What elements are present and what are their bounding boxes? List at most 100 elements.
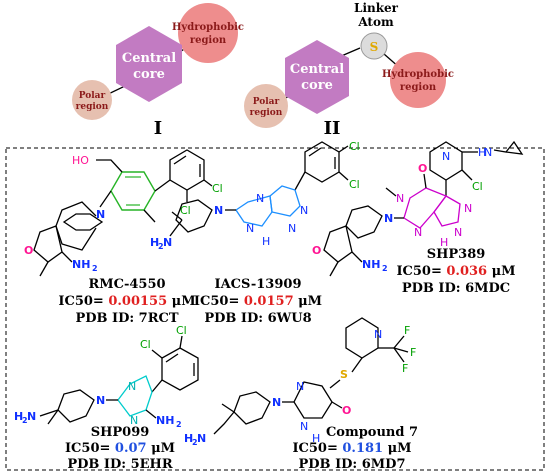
hydrophobic-region-label-1: Hydrophobic bbox=[172, 22, 244, 33]
scaffold-I: Hydrophobic region Central core Polar re… bbox=[72, 3, 244, 139]
svg-text:N: N bbox=[288, 222, 296, 235]
polar-region-label-1: Polar bbox=[79, 91, 106, 101]
svg-text:N: N bbox=[384, 212, 393, 225]
pdb-id: PDB ID: 6WU8 bbox=[204, 311, 311, 326]
svg-text:O: O bbox=[418, 162, 427, 175]
svg-text:N: N bbox=[246, 222, 254, 235]
polar-region-circle bbox=[72, 80, 112, 120]
svg-text:N: N bbox=[96, 394, 105, 407]
central-core-label-1: Central bbox=[290, 62, 344, 77]
svg-text:Cl: Cl bbox=[472, 180, 483, 193]
structure-iacs-13909: Cl Cl N N H N N N H 2 N IACS-13909 IC50=… bbox=[150, 140, 360, 326]
atom-cl: Cl bbox=[180, 204, 191, 217]
svg-text:NH: NH bbox=[362, 258, 380, 271]
linker-title-1: Linker bbox=[354, 1, 399, 15]
svg-text:N: N bbox=[272, 396, 281, 409]
svg-text:F: F bbox=[410, 346, 416, 359]
scaffold-II: Linker Atom S Central core Polar region … bbox=[244, 1, 454, 139]
svg-text:H: H bbox=[262, 235, 270, 248]
svg-text:H: H bbox=[312, 432, 320, 445]
hydrophobic-region-label-2: region bbox=[400, 82, 437, 93]
svg-text:N: N bbox=[300, 420, 308, 433]
hydrophobic-region-circle bbox=[390, 52, 446, 108]
pdb-id: PDB ID: 6MD7 bbox=[299, 457, 406, 472]
structure-rmc-4550: HO Cl Cl N O NH 2 RMC-4550 IC50= 0.00155… bbox=[24, 149, 223, 326]
central-core-hexagon bbox=[285, 40, 349, 114]
ic50-line: IC50= 0.0157 μM bbox=[194, 294, 322, 309]
pdb-id: PDB ID: 5EHR bbox=[67, 457, 172, 472]
ic50-line: IC50= 0.07 μM bbox=[65, 441, 175, 456]
linker-atom-label: S bbox=[370, 40, 379, 54]
svg-text:N: N bbox=[442, 150, 450, 163]
svg-text:N: N bbox=[256, 192, 264, 205]
scaffold-I-label: I bbox=[154, 118, 162, 139]
compound-name: SHP389 bbox=[427, 247, 486, 262]
svg-text:H: H bbox=[440, 236, 448, 249]
central-core-label-2: core bbox=[301, 78, 333, 93]
svg-text:N: N bbox=[300, 204, 308, 217]
svg-text:O: O bbox=[342, 404, 351, 417]
compounds-box bbox=[5, 147, 545, 471]
svg-text:N: N bbox=[128, 380, 136, 393]
structure-shp389: N Cl H N N N H N N O N O NH 2 SHP389 IC5… bbox=[312, 140, 524, 296]
central-core-hexagon bbox=[116, 26, 182, 102]
hydrophobic-region-label-2: region bbox=[190, 35, 227, 46]
compound-name: RMC-4550 bbox=[88, 277, 165, 292]
linker-title-2: Atom bbox=[357, 15, 394, 29]
compound-name: IACS-13909 bbox=[214, 277, 301, 292]
svg-text:H: H bbox=[150, 236, 159, 249]
svg-text:S: S bbox=[340, 368, 348, 381]
svg-text:NH: NH bbox=[72, 258, 90, 271]
svg-text:Cl: Cl bbox=[349, 140, 360, 153]
svg-text:N: N bbox=[296, 380, 304, 393]
svg-text:N: N bbox=[130, 414, 138, 427]
svg-text:Cl: Cl bbox=[349, 178, 360, 191]
ic50-line: IC50= 0.181 μM bbox=[292, 441, 411, 456]
polar-region-label-2: region bbox=[250, 108, 283, 118]
svg-text:2: 2 bbox=[382, 264, 388, 273]
polar-region-label-1: Polar bbox=[253, 97, 280, 107]
scaffold-II-label: II bbox=[324, 118, 341, 139]
svg-text:F: F bbox=[404, 324, 410, 337]
central-core-label-1: Central bbox=[122, 51, 176, 66]
atom-ho: HO bbox=[72, 154, 89, 167]
hydrophobic-region-circle bbox=[178, 3, 238, 63]
compound-name: SHP099 bbox=[91, 425, 150, 440]
svg-text:H: H bbox=[478, 146, 486, 159]
svg-text:NH: NH bbox=[156, 414, 174, 427]
svg-text:N: N bbox=[464, 202, 472, 215]
svg-text:2: 2 bbox=[192, 438, 198, 447]
polar-region-circle bbox=[244, 84, 288, 128]
ic50-line: IC50= 0.00155 μM bbox=[58, 294, 195, 309]
svg-text:N: N bbox=[414, 226, 422, 239]
atom-cl: Cl bbox=[212, 182, 223, 195]
svg-text:2: 2 bbox=[92, 264, 98, 273]
svg-text:2: 2 bbox=[176, 420, 182, 429]
svg-text:F: F bbox=[402, 362, 408, 375]
linker-atom-circle bbox=[360, 32, 388, 60]
central-core-label-2: core bbox=[133, 67, 165, 82]
polar-region-label-2: region bbox=[76, 102, 109, 112]
structure-shp099: Cl Cl N N NH 2 N H 2 N SHP099 IC50= 0.07… bbox=[14, 324, 199, 472]
svg-text:Cl: Cl bbox=[140, 338, 151, 351]
pdb-id: PDB ID: 7RCT bbox=[75, 311, 178, 326]
hydrophobic-region-label-1: Hydrophobic bbox=[382, 69, 454, 80]
svg-text:O: O bbox=[24, 244, 33, 257]
ic50-line: IC50= 0.036 μM bbox=[396, 264, 515, 279]
svg-text:N: N bbox=[96, 208, 105, 221]
pdb-id: PDB ID: 6MDC bbox=[402, 281, 510, 296]
svg-text:N: N bbox=[454, 226, 462, 239]
compound-name: Compound 7 bbox=[326, 425, 418, 440]
structure-compound-7: N F F F S N N H O N H 2 N Compound 7 IC5… bbox=[184, 317, 418, 472]
svg-text:Cl: Cl bbox=[176, 324, 187, 337]
svg-text:N: N bbox=[197, 432, 206, 445]
svg-text:N: N bbox=[163, 236, 172, 249]
svg-text:N: N bbox=[214, 204, 223, 217]
svg-text:N: N bbox=[374, 328, 382, 341]
svg-text:N: N bbox=[484, 146, 492, 159]
svg-text:N: N bbox=[396, 192, 404, 205]
svg-text:N: N bbox=[27, 410, 36, 423]
svg-text:H: H bbox=[184, 432, 193, 445]
svg-text:H: H bbox=[14, 410, 23, 423]
